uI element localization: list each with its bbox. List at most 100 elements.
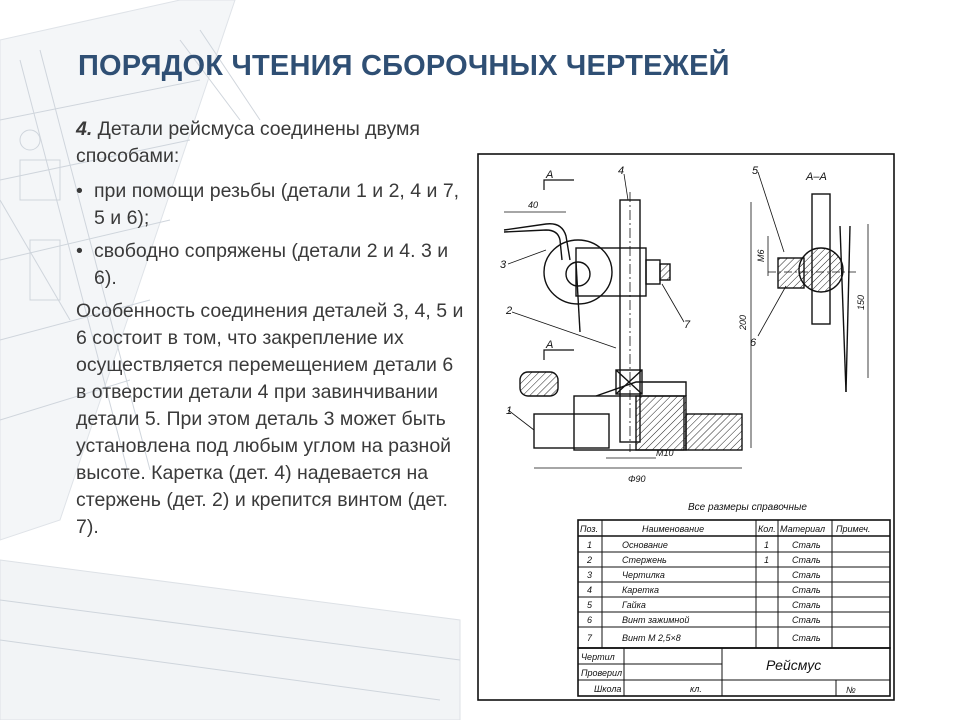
cell-pos: 1 [587,540,592,550]
callout-2: 2 [505,305,512,317]
section-nut [777,257,805,289]
bullet-icon: • [76,240,83,262]
section-view [757,171,869,393]
dim-200: 200 [738,315,748,331]
table-header: Примеч. [836,524,870,534]
intro-number: 4. [76,118,93,140]
spec-table [577,519,891,697]
list-item: • свободно сопряжены (детали 2 и 4. 3 и 6… [76,238,468,292]
section-scriber-edge [845,225,851,393]
scriber-edge [503,229,563,261]
table-header: Кол. [758,524,776,534]
table-header: Поз. [580,524,598,534]
stamp-checked: Проверил [581,668,622,678]
bullet-text: при помощи резьбы (детали 1 и 2, 4 и 7, … [94,180,460,229]
slide-title: ПОРЯДОК ЧТЕНИЯ СБОРОЧНЫХ ЧЕРТЕЖЕЙ [78,50,730,82]
leader-4 [623,173,629,201]
clamp-screw [575,261,581,333]
stamp-number: № [846,685,856,695]
section-label-aa: A–A [805,171,827,183]
dim-150: 150 [856,295,866,310]
base-right-hatch [685,413,743,451]
callout-5: 5 [752,165,759,177]
table-row: 5 Гайка Сталь [587,600,821,610]
table-row: 2 Стержень 1 Сталь [586,555,821,565]
cell-pos: 6 [587,615,592,625]
cell-qty: 1 [764,555,769,565]
cell-name: Гайка [622,600,646,610]
cell-name: Чертилка [622,570,665,580]
table-row: 6 Винт зажимной Сталь [587,615,821,625]
stamp-frame [577,647,891,697]
cell-name: Винт зажимной [622,615,689,625]
cell-pos: 4 [587,585,592,595]
base-left [533,413,610,449]
leader-5 [757,171,785,253]
cell-name: Винт М 2,5×8 [622,633,681,643]
bullet-icon: • [76,180,83,202]
callout-4: 4 [618,165,624,177]
section-label-bottom: A [545,339,553,351]
table-row: 7 Винт М 2,5×8 Сталь [587,633,821,643]
base-hatch [635,395,687,451]
section-marker-bottom [543,349,574,360]
intro-text: Детали рейсмуса соединены двумя способам… [76,118,420,167]
leader-2 [511,311,617,349]
nut-block [615,369,643,395]
dim-m10: M10 [656,448,674,458]
callout-3: 3 [500,259,507,271]
spec-table-text: Поз. Наименование Кол. Материал Примеч. … [580,524,870,695]
dim-90: Φ90 [628,474,646,484]
main-view [503,173,752,469]
section-marker-top [543,179,574,190]
list-item: • при помощи резьбы (детали 1 и 2, 4 и 7,… [76,178,468,232]
table-row: 3 Чертилка Сталь [587,570,821,580]
stamp-school: Школа [594,684,621,694]
leader-7 [661,283,685,323]
bullet-list: • при помощи резьбы (детали 1 и 2, 4 и 7,… [76,178,468,292]
assembly-drawing: A A A–A 1 2 3 4 5 6 7 40 200 150 M6 M10 … [477,153,895,701]
dim-m6: M6 [756,249,766,262]
cell-material: Сталь [792,585,821,595]
stamp-title: Рейсмус [766,657,821,673]
stamp-drawn: Чертил [581,652,615,662]
callout-7: 7 [684,319,691,331]
bullet-text: свободно сопряжены (детали 2 и 4. 3 и 6)… [94,240,449,289]
intro-paragraph: 4. Детали рейсмуса соединены двумя спосо… [76,116,468,170]
cell-qty: 1 [764,540,769,550]
body-paragraph: Особенность соединения деталей 3, 4, 5 и… [76,300,464,538]
callout-6: 6 [750,337,757,349]
leader-1 [507,409,535,431]
callout-1: 1 [506,405,512,417]
cell-pos: 7 [587,633,593,643]
cell-material: Сталь [792,555,821,565]
section-scriber [839,225,847,393]
drawing-note: Все размеры справочные [688,502,807,513]
cell-pos: 2 [586,555,592,565]
table-row: 4 Каретка Сталь [587,585,821,595]
cell-pos: 5 [587,600,593,610]
slide-body: 4. Детали рейсмуса соединены двумя спосо… [76,116,468,541]
table-header: Наименование [642,524,704,534]
table-header: Материал [780,524,825,534]
section-circle [798,247,844,293]
table-row: 1 Основание 1 Сталь [587,540,821,550]
cell-name: Стержень [622,555,667,565]
scriber [503,223,571,261]
leader-6 [757,285,787,337]
cell-material: Сталь [792,600,821,610]
leader-3 [507,249,547,265]
screw-knob [659,263,671,281]
cell-material: Сталь [792,540,821,550]
cell-material: Сталь [792,570,821,580]
cell-name: Основание [622,540,668,550]
dim-40: 40 [528,200,538,210]
cell-pos: 3 [587,570,592,580]
section-piece [519,371,559,397]
cell-material: Сталь [792,615,821,625]
cell-material: Сталь [792,633,821,643]
stamp-class: кл. [690,684,702,694]
section-label-top: A [545,169,553,181]
cell-name: Каретка [622,585,659,595]
